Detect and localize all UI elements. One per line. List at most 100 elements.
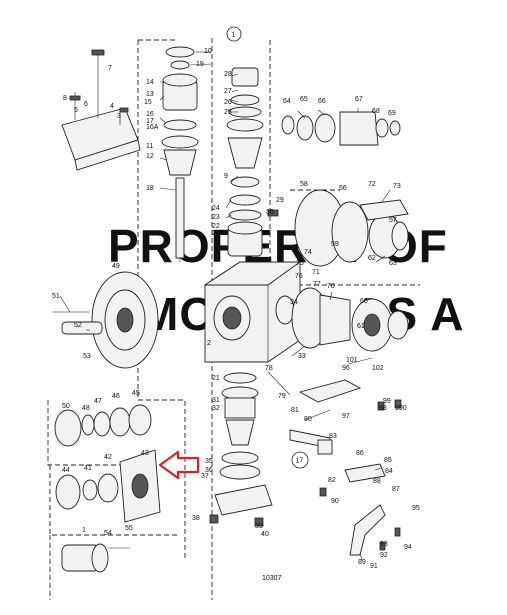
part-label: 85 [384,457,392,464]
part-label: 61 [357,323,365,330]
bevel-gear-carrier [291,287,409,352]
part-label: 44 [62,467,70,474]
part-label: 54 [104,530,112,537]
part-label: 1 [82,527,86,534]
part-label: 9 [224,173,228,180]
part-label: 100 [395,405,407,412]
part-label: 42 [104,454,112,461]
part-label: 86 [356,450,364,457]
figure-number: 10307 [262,575,282,582]
part-label: 69 [388,110,396,117]
part-label: 98 [379,405,387,412]
part-label: 66 [318,98,326,105]
part-label: 93 [380,541,388,548]
cover-assembly [61,49,141,171]
lower-left-seal-group [54,404,161,523]
part-label: 56 [339,185,347,192]
part-label: 20 [212,230,220,237]
leader-line [374,467,383,471]
part-label: 15 [144,99,152,106]
part-label: 51 [52,293,60,300]
part-label: 6 [84,101,88,108]
part-label: 79 [278,393,286,400]
part-label: 41 [84,465,92,472]
right-upper-flange-group [281,111,409,267]
part-label: 32 [212,405,220,412]
part-label: 58 [300,181,308,188]
part-label: 91 [370,563,378,570]
part-label: 7 [108,65,112,72]
leader-line [159,95,165,101]
part-label: 19 [196,61,204,68]
part-label: 48 [82,405,90,412]
part-label: 33 [298,353,306,360]
part-label: 28 [224,71,232,78]
svg-text:17: 17 [296,458,304,465]
leader-line [225,214,232,219]
part-label: 67 [355,96,363,103]
part-label: 47 [94,398,102,405]
part-label: 23 [212,214,220,221]
output-shaft [61,543,130,573]
part-label: 65 [300,96,308,103]
part-label: 34 [290,299,298,306]
part-label: 99 [383,398,391,405]
leader-line [317,109,326,116]
fasteners [69,95,402,551]
part-label: 64 [283,98,291,105]
highlight-arrow [158,450,200,480]
part-label: 30 [266,209,274,216]
part-label: 31 [212,397,220,404]
leader-line [329,291,333,301]
leader-line [231,73,239,77]
leader-line [231,99,239,103]
part-label: 88 [373,478,381,485]
part-label: 80 [304,416,312,423]
part-label: 27 [224,88,232,95]
leader-line [189,63,212,66]
part-label: 13 [146,91,154,98]
part-label: 37 [201,473,209,480]
shift-linkage [289,379,386,556]
leader-line [159,187,177,191]
part-label: 84 [385,468,393,475]
part-label: 18 [146,185,154,192]
upper-shaft-stack [161,46,199,262]
part-label: 53 [83,353,91,360]
leader-line [231,89,239,93]
part-label: 14 [146,79,154,86]
part-label: 81 [291,407,299,414]
part-label: 92 [380,552,388,559]
part-label: 94 [404,544,412,551]
part-label: 96 [342,365,350,372]
part-label: 35 [205,458,213,465]
side-flange-cover [52,271,159,369]
part-label: 11 [146,143,153,150]
part-label: 39 [255,523,263,530]
leader-line [375,255,386,263]
part-label: 46 [112,393,120,400]
leader-line [159,157,168,161]
part-label: 76 [295,273,303,280]
part-label: 40 [261,531,269,538]
part-label: 68 [372,108,380,115]
part-label: 52 [74,322,82,329]
part-label: 2 [207,340,211,347]
part-label: 43 [141,450,149,457]
part-label: 72 [368,181,376,188]
circled-label-17: 17 [291,451,309,469]
leader-line [230,175,239,183]
part-label: 49 [112,263,120,270]
part-label: 95 [412,505,420,512]
label-leader-lines [59,51,391,561]
part-label: 8 [63,95,67,102]
part-label: 16A [146,124,159,131]
part-label: 38 [192,515,200,522]
part-label: 90 [331,498,339,505]
leader-line [347,357,373,365]
leader-line [359,552,363,561]
part-label: 17 [146,118,154,125]
svg-text:1: 1 [232,32,236,39]
part-label: 70 [327,283,335,290]
part-label: 24 [212,205,220,212]
